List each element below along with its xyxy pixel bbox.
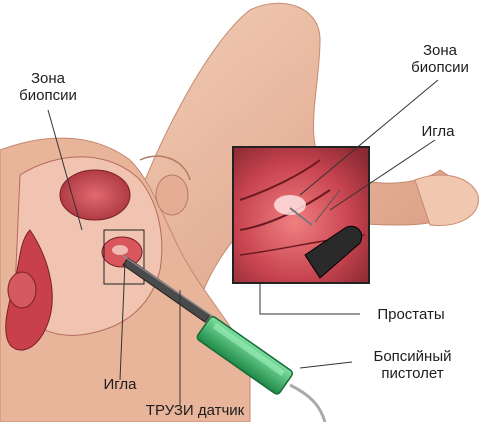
inset-probe xyxy=(304,225,363,279)
trus-probe-label: ТРУЗИ датчик xyxy=(145,402,245,419)
zoom-inset-bg xyxy=(232,146,370,284)
foot-shape xyxy=(414,174,479,226)
prostate-label: Простаты xyxy=(377,306,445,323)
needle-bottom-label: Игла xyxy=(103,376,137,393)
biopsy-gun-label: Бопсийный пистолет xyxy=(373,348,452,382)
needle-right-label: Игла xyxy=(421,123,455,140)
scrotum-shape xyxy=(155,174,189,216)
biopsy-zone-left-label: Зона биопсии xyxy=(19,70,77,104)
intestine-loop xyxy=(7,271,37,309)
biopsy-gun-body xyxy=(196,315,293,395)
biopsy-zone-right-label: Зона биопсии xyxy=(411,42,469,76)
bladder-shape xyxy=(59,169,131,221)
leader-lines xyxy=(47,79,439,405)
